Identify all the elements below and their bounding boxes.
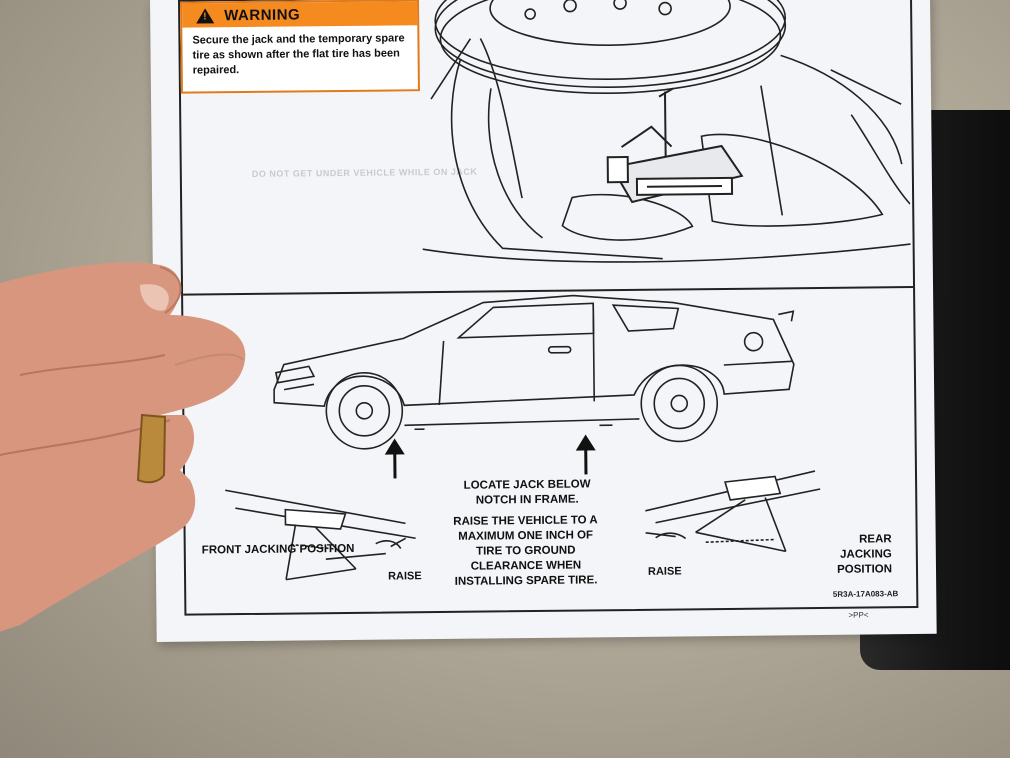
rear-scissor-jack-illustration bbox=[645, 470, 821, 553]
mustang-side-view-diagram bbox=[273, 294, 795, 450]
front-jack-point-arrow-icon bbox=[384, 438, 405, 479]
jack-instruction-sheet: ! WARNING Secure the jack and the tempor… bbox=[150, 0, 937, 642]
rear-raise-label: RAISE bbox=[647, 565, 682, 578]
material-mark: >PP< bbox=[848, 610, 869, 620]
front-raise-label: RAISE bbox=[387, 570, 422, 583]
spare-tire-illustration bbox=[422, 0, 911, 263]
raise-vehicle-instruction: RAISE THE VEHICLE TO A MAXIMUM ONE INCH … bbox=[453, 514, 598, 588]
warning-label: ! WARNING Secure the jack and the tempor… bbox=[180, 0, 420, 94]
rear-jacking-position-label: REAR JACKING POSITION bbox=[836, 533, 893, 576]
wedding-ring bbox=[136, 413, 167, 484]
hand-holding-sheet bbox=[0, 262, 246, 632]
front-scissor-jack-illustration bbox=[224, 489, 416, 581]
diagram-frame: ! WARNING Secure the jack and the tempor… bbox=[177, 0, 919, 616]
part-number: 5R3A-17A083-AB bbox=[832, 589, 899, 599]
locate-jack-instruction: LOCATE JACK BELOW NOTCH IN FRAME. bbox=[463, 478, 591, 507]
rear-jack-point-arrow-icon bbox=[575, 434, 596, 475]
warning-body: Secure the jack and the temporary spare … bbox=[192, 32, 405, 77]
jacking-points-section: FRONT JACKING POSITION RAISE LOCATE JACK… bbox=[183, 288, 916, 614]
warning-heading: WARNING bbox=[224, 5, 301, 24]
warning-triangle-icon: ! bbox=[196, 7, 215, 24]
warning-header: ! WARNING bbox=[182, 1, 418, 28]
